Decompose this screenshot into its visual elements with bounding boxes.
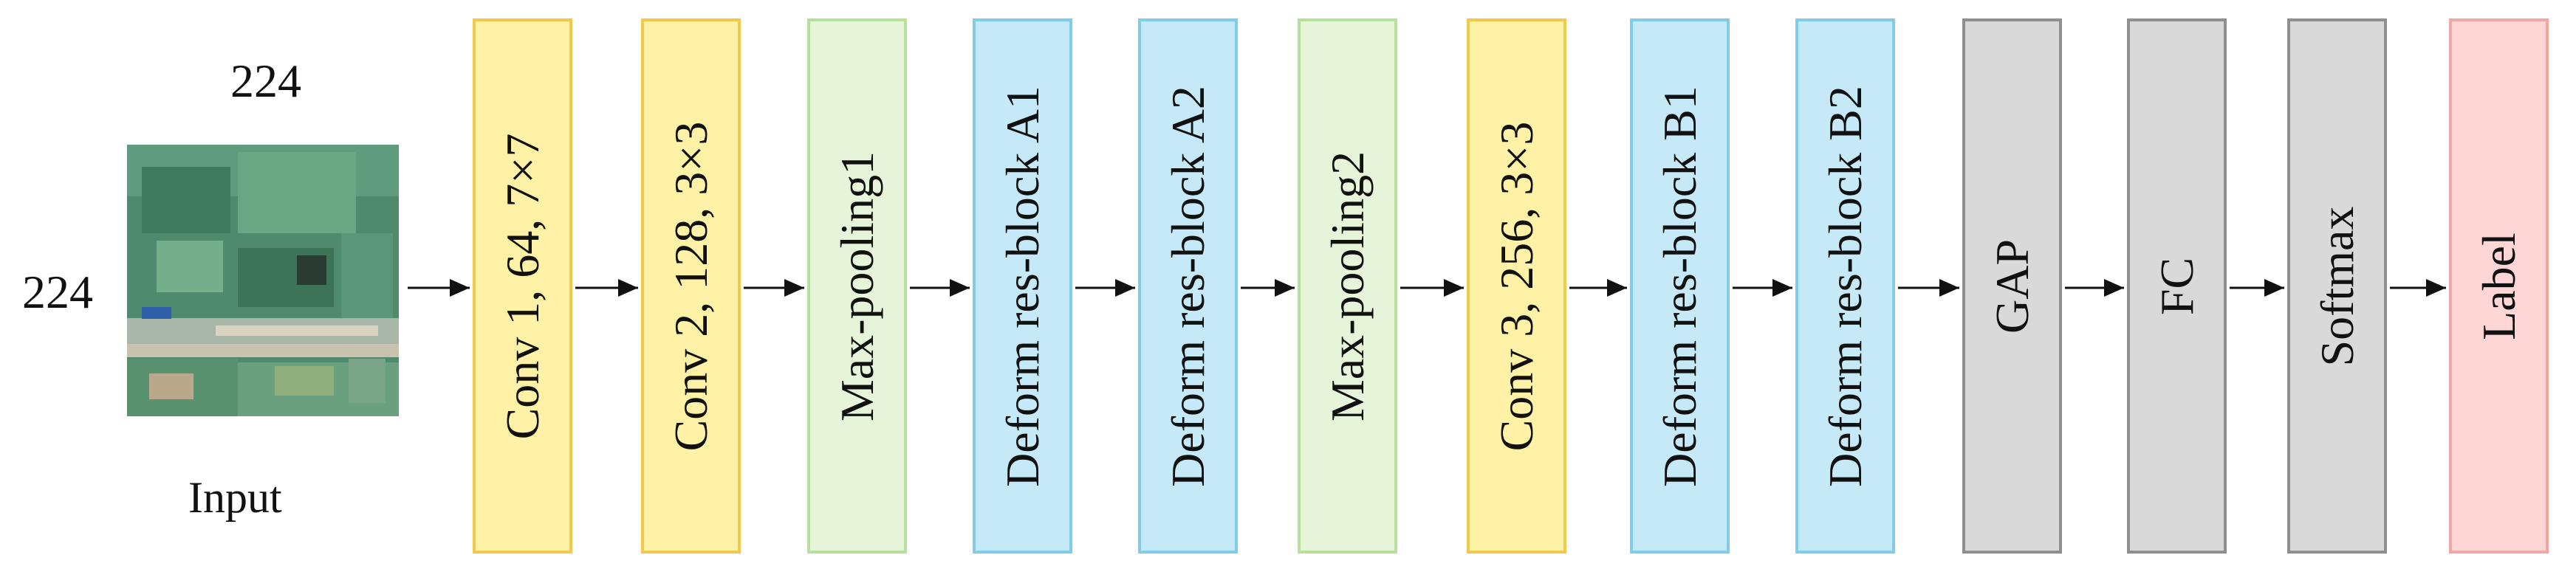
layer-block-13: Label [2449, 18, 2549, 554]
layer-block-label: Deform res-block A1 [996, 85, 1049, 487]
layer-block-9: Deform res-block B2 [1795, 18, 1895, 554]
layer-block-5: Deform res-block A2 [1138, 18, 1238, 554]
layer-block-label: Label [2472, 232, 2525, 340]
layer-block-11: FC [2127, 18, 2227, 554]
layer-block-label: Deform res-block A2 [1161, 85, 1214, 487]
layer-block-label: Deform res-block B1 [1653, 85, 1706, 487]
input-width-label: 224 [230, 55, 301, 107]
layer-block-6: Max-pooling2 [1298, 18, 1397, 554]
layer-block-10: GAP [1962, 18, 2062, 554]
layer-block-label: Softmax [2310, 206, 2363, 366]
layer-block-4: Deform res-block A1 [973, 18, 1072, 554]
layer-block-3: Max-pooling1 [807, 18, 907, 554]
layer-block-label: Max-pooling2 [1320, 151, 1374, 421]
layer-block-label: Deform res-block B2 [1818, 85, 1871, 487]
layer-block-12: Softmax [2287, 18, 2387, 554]
layer-block-8: Deform res-block B1 [1630, 18, 1730, 554]
layer-block-label: Conv 2, 128, 3×3 [664, 121, 717, 451]
layer-block-label: Conv 3, 256, 3×3 [1490, 121, 1543, 451]
input-caption: Input [188, 473, 282, 522]
layer-block-label: Max-pooling1 [830, 151, 883, 421]
input-satellite-image [127, 145, 399, 416]
input-height-label: 224 [22, 266, 93, 318]
layer-block-label: Conv 1, 64, 7×7 [496, 133, 549, 439]
layer-block-2: Conv 2, 128, 3×3 [641, 18, 741, 554]
layer-block-label: FC [2150, 257, 2203, 315]
layer-block-label: GAP [1985, 238, 2038, 334]
layer-block-7: Conv 3, 256, 3×3 [1467, 18, 1566, 554]
layer-block-1: Conv 1, 64, 7×7 [473, 18, 572, 554]
